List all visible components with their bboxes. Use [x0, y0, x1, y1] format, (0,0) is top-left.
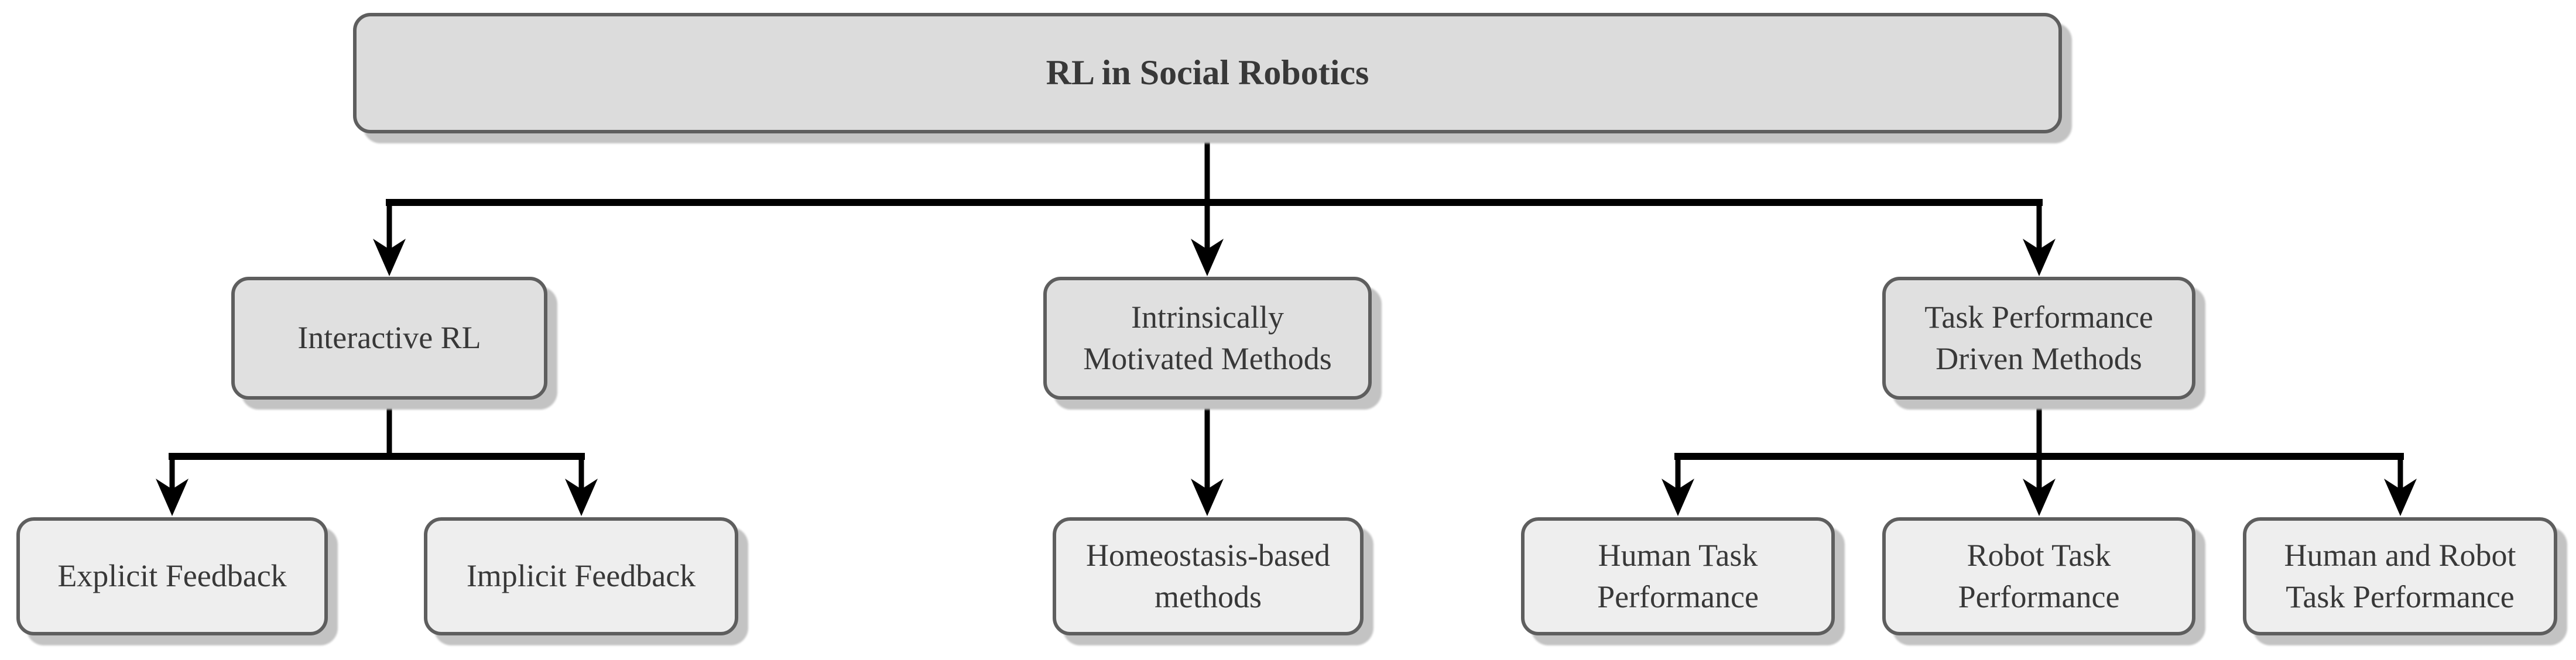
node-label-human-and-robot-task-performance: Human and Robot Task Performance: [2284, 537, 2516, 614]
arrowhead-explicit: [156, 479, 189, 516]
arrowhead-implicit: [565, 479, 598, 516]
arrowhead-robottask: [2023, 479, 2056, 516]
node-human-task-performance: Human Task Performance: [1521, 517, 1835, 635]
node-task-performance-driven-methods: Task Performance Driven Methods: [1882, 277, 2195, 400]
node-intrinsically-motivated-methods: Intrinsically Motivated Methods: [1043, 277, 1372, 400]
node-label-intrinsically-motivated-methods: Intrinsically Motivated Methods: [1083, 299, 1332, 376]
node-label-explicit-feedback: Explicit Feedback: [57, 558, 287, 594]
arrowhead-humanrobottask: [2384, 479, 2417, 516]
arrowhead-homeostasis: [1191, 479, 1224, 516]
node-label-implicit-feedback: Implicit Feedback: [466, 558, 696, 594]
node-explicit-feedback: Explicit Feedback: [16, 517, 328, 635]
arrowhead-intrinsic: [1191, 239, 1224, 276]
arrowhead-taskperf: [2023, 239, 2056, 276]
node-label-task-performance-driven-methods: Task Performance Driven Methods: [1924, 299, 2153, 376]
arrowhead-interactive: [373, 239, 406, 276]
node-interactive-rl: Interactive RL: [231, 277, 547, 400]
node-implicit-feedback: Implicit Feedback: [424, 517, 738, 635]
node-robot-task-performance: Robot Task Performance: [1882, 517, 2195, 635]
node-label-human-task-performance: Human Task Performance: [1597, 537, 1759, 614]
arrowhead-humantask: [1662, 479, 1694, 516]
node-label-homeostasis-based-methods: Homeostasis-based methods: [1086, 537, 1330, 614]
node-rl-in-social-robotics: RL in Social Robotics: [353, 13, 2062, 133]
node-label-rl-in-social-robotics: RL in Social Robotics: [1046, 53, 1369, 92]
node-homeostasis-based-methods: Homeostasis-based methods: [1053, 517, 1364, 635]
node-human-and-robot-task-performance: Human and Robot Task Performance: [2243, 517, 2557, 635]
node-label-interactive-rl: Interactive RL: [297, 320, 481, 356]
node-label-robot-task-performance: Robot Task Performance: [1958, 537, 2120, 614]
